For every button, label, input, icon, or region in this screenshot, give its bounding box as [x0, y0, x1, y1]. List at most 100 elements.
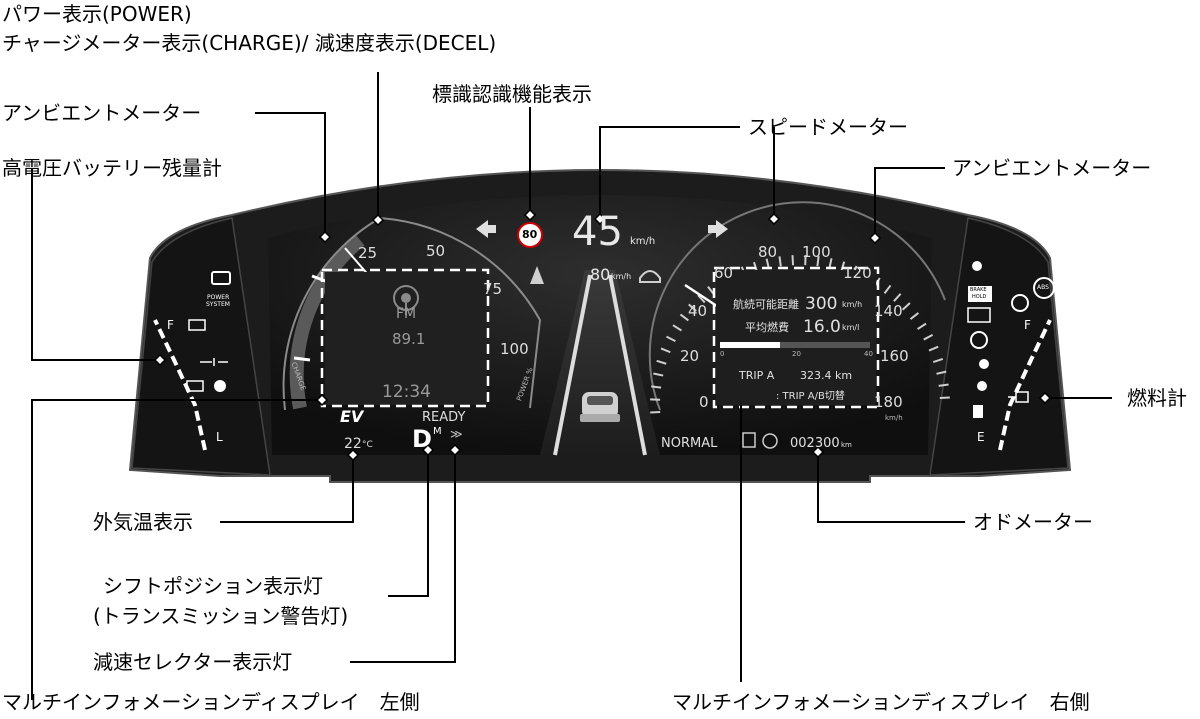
- label-hv-battery-gauge: 高電圧バッテリー残量計: [2, 156, 222, 180]
- gear-indicator: D: [412, 425, 432, 453]
- label-decel-selector: 減速セレクター表示灯: [93, 650, 293, 674]
- audio-source: FM: [396, 306, 417, 322]
- trip-name: TRIP A: [739, 369, 775, 382]
- brake-warning-icon: [1011, 294, 1029, 312]
- speedo-tick-0: 0: [699, 393, 709, 411]
- speedo-tick-mark: [893, 293, 902, 302]
- label-outside-temp: 外気温表示: [93, 510, 193, 534]
- fuel-door-icon: [1008, 391, 1029, 403]
- brake-system-icon: [970, 331, 988, 349]
- lead-car-icon: [580, 392, 620, 422]
- speedo-tick-mark: [656, 359, 667, 365]
- drive-mode: NORMAL: [661, 436, 718, 451]
- speedo-tick-180: 180: [874, 393, 903, 411]
- power-system-label-1: POWER: [207, 294, 230, 301]
- leader-lines: [31, 72, 1112, 700]
- speedo-tick-mark: [660, 347, 671, 354]
- battery-charge-icon: [186, 380, 204, 392]
- speedo-tick-60: 60: [714, 264, 734, 282]
- right-mid-highlight: [712, 266, 880, 409]
- range-label: 航続可能距離: [733, 298, 799, 311]
- label-charge-decel-display: チャージメーター表示(CHARGE)/ 減速度表示(DECEL): [2, 31, 497, 55]
- speedo-unit: km/h: [885, 414, 903, 422]
- power-system-label-2: SYSTEM: [206, 301, 230, 308]
- battery-gauge-arc: [153, 319, 207, 451]
- speedo-tick-mark: [932, 358, 944, 364]
- speedo-tick-mark: [653, 372, 664, 377]
- leader-dots: [153, 208, 1052, 462]
- speedo-tick-mark: [688, 303, 697, 312]
- speed-unit: km/h: [630, 236, 656, 247]
- speedo-tick-mark: [697, 294, 706, 304]
- speedo-tick-mark: [666, 335, 676, 343]
- label-mid-right: マルチインフォメーションディスプレイ 右側: [672, 690, 1090, 714]
- economy-scale-20: 20: [792, 350, 801, 358]
- lane-line-left: [553, 274, 592, 456]
- label-sign-recognition: 標識認識機能表示: [432, 82, 592, 106]
- speedo-tick-mark: [909, 312, 920, 320]
- abs-icon: [1033, 277, 1055, 299]
- odometer-value: 002300: [790, 436, 840, 451]
- range-value: 300: [805, 294, 838, 314]
- acc-set-speed: 80: [590, 265, 611, 284]
- speedo-tick-mark: [778, 256, 782, 267]
- brake-hold-text-1: BRAKE: [970, 287, 987, 293]
- acc-car-icon: [639, 270, 661, 283]
- economy-unit: km/l: [842, 323, 860, 332]
- speedo-tick-80: 80: [758, 243, 778, 261]
- indicator-dot-icon: [972, 261, 982, 271]
- power-tick-75: 75: [483, 280, 503, 298]
- fuel-gauge-arc: [998, 319, 1052, 451]
- economy-bar-fill: [720, 342, 780, 348]
- brake-hold-text-2: HOLD: [972, 294, 987, 300]
- label-ambient-meter-left: アンビエントメーター: [2, 101, 202, 125]
- speedo-tick-mark: [883, 284, 892, 294]
- speedo-tick-mark: [936, 370, 947, 375]
- economy-scale-0: 0: [720, 350, 725, 358]
- power-gauge-arc: [289, 234, 365, 410]
- turn-right-arrow-icon: [708, 220, 728, 238]
- fuel-gauge-empty: E: [977, 430, 985, 444]
- ready-indicator: READY: [422, 410, 466, 425]
- left-pod: [131, 217, 271, 476]
- turn-left-arrow-icon: [476, 220, 496, 238]
- power-tick-50: 50: [426, 242, 446, 260]
- position-light-icon: [200, 358, 228, 366]
- auto-hold-icon: [967, 307, 991, 323]
- label-speedometer: スピードメーター: [748, 115, 908, 139]
- gear-mode-indicator: M: [433, 426, 442, 437]
- power-tick-25: 25: [358, 244, 378, 262]
- road-lane: [540, 270, 660, 455]
- speedo-tick-mark: [840, 261, 846, 272]
- speedo-tick-mark: [651, 385, 662, 389]
- label-odometer: オドメーター: [973, 510, 1093, 534]
- acc-set-unit: km/h: [611, 272, 632, 281]
- trip-switch-hint: : TRIP A/B切替: [776, 391, 845, 402]
- speedo-tick-mark: [938, 383, 949, 387]
- speedo-tick-mark: [928, 345, 939, 352]
- radio-icon-center: [401, 293, 411, 303]
- speedo-tick-mark: [917, 322, 927, 330]
- speedo-tick-40: 40: [688, 302, 708, 320]
- audio-frequency: 89.1: [392, 330, 426, 348]
- battery-gauge-full: F: [167, 318, 174, 332]
- brake-hold-icon: [968, 286, 992, 302]
- speedo-tick-mark: [816, 256, 820, 267]
- right-pod: [929, 217, 1069, 476]
- ev-indicator: EV: [340, 407, 364, 426]
- battery-gauge-low: L: [216, 430, 223, 444]
- speedo-tick-140: 140: [874, 302, 903, 320]
- speedo-tick-160: 160: [880, 347, 909, 365]
- charge-tick-mark: [293, 356, 311, 362]
- fuel-gauge-full: F: [1024, 318, 1031, 332]
- odometer-unit: km: [841, 441, 852, 449]
- label-shift-position: シフトポジション表示灯: [103, 574, 323, 598]
- label-power-display: パワー表示(POWER): [2, 2, 192, 26]
- power-tick-100: 100: [500, 340, 529, 358]
- decel-selector-chevrons: ≫: [450, 427, 463, 441]
- economy-value: 16.0: [803, 317, 841, 337]
- speedo-tick-100: 100: [802, 243, 831, 261]
- speedo-tick-mark: [679, 313, 689, 322]
- speed-limit-sign-icon: [517, 222, 543, 248]
